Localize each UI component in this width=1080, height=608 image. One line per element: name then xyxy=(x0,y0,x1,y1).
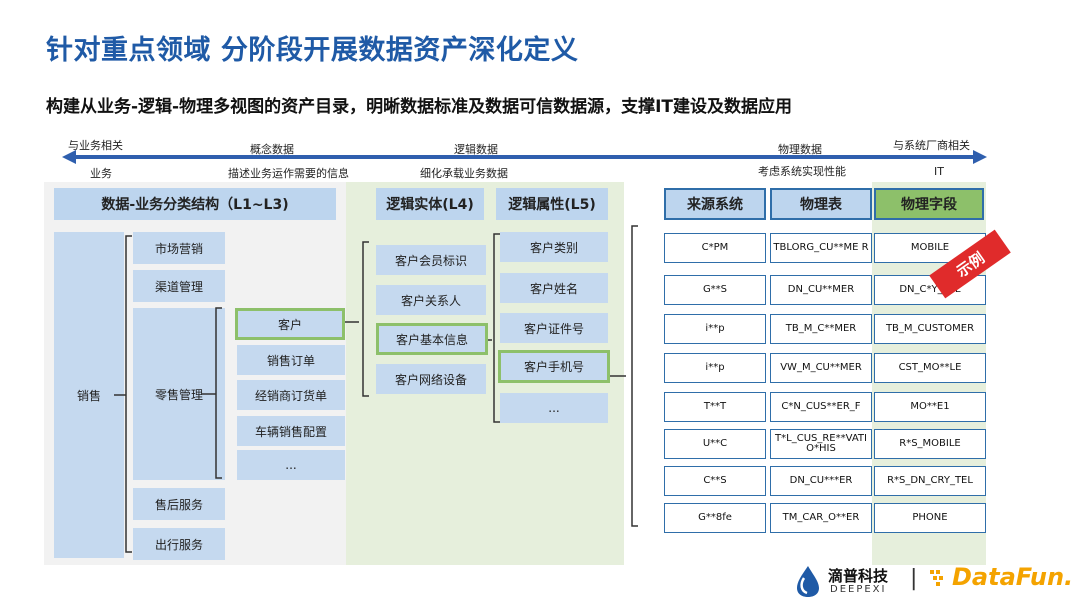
axis-top-label: 概念数据 xyxy=(250,143,294,156)
physical-field-header: 物理字段 xyxy=(874,188,984,220)
attribute-header: 逻辑属性(L5) xyxy=(496,188,608,220)
entity-header: 逻辑实体(L4) xyxy=(376,188,484,220)
entity-item: 客户网络设备 xyxy=(376,364,486,394)
attribute-item: 客户姓名 xyxy=(500,273,608,303)
physical-field-cell: PHONE xyxy=(874,503,986,533)
source-system-cell: C**S xyxy=(664,466,766,496)
attribute-bracket xyxy=(488,233,500,423)
business-header: 数据-业务分类结构（L1~L3) xyxy=(54,188,336,220)
attribute-item: 客户类别 xyxy=(500,232,608,262)
source-system-cell: G**S xyxy=(664,275,766,305)
physical-table-cell: TBLORG_CU**ME R xyxy=(770,233,872,263)
l1-sales: 销售 xyxy=(54,232,124,558)
axis-bottom-label: 细化承载业务数据 xyxy=(420,167,508,180)
l3-item: 销售订单 xyxy=(237,345,345,375)
physical-field-cell: TB_M_CUSTOMER xyxy=(874,314,986,344)
physical-field-cell: R*S_MOBILE xyxy=(874,429,986,459)
axis-bottom-label: 描述业务运作需要的信息 xyxy=(228,167,349,180)
l3-item: ... xyxy=(237,450,345,480)
attribute-mobile: 客户手机号 xyxy=(498,350,610,383)
attribute-item: 客户证件号 xyxy=(500,313,608,343)
physical-table-header: 物理表 xyxy=(770,188,872,220)
l3-item: 经销商订货单 xyxy=(237,380,345,410)
page-subtitle: 构建从业务-逻辑-物理多视图的资产目录，明晰数据标准及数据可信数据源，支撑IT建… xyxy=(46,97,793,117)
physical-table-cell: C*N_CUS**ER_F xyxy=(770,392,872,422)
source-system-cell: i**p xyxy=(664,353,766,383)
axis-bottom-label: IT xyxy=(934,165,944,178)
physical-field-cell: R*S_DN_CRY_TEL xyxy=(874,466,986,496)
physical-field-cell: MO**E1 xyxy=(874,392,986,422)
source-system-cell: C*PM xyxy=(664,233,766,263)
l2-item: 渠道管理 xyxy=(133,270,225,302)
datafun-logo-icon xyxy=(930,568,950,588)
axis-bottom-label: 业务 xyxy=(90,167,112,180)
l2-item: 出行服务 xyxy=(133,528,225,560)
page-title: 针对重点领域 分阶段开展数据资产深化定义 xyxy=(46,35,579,66)
entity-customer-basic: 客户基本信息 xyxy=(376,323,488,355)
deepexi-cn: 滴普科技 xyxy=(828,567,889,585)
l2-item: 售后服务 xyxy=(133,488,225,520)
source-system-cell: T**T xyxy=(664,392,766,422)
entity-item: 客户关系人 xyxy=(376,285,486,315)
physical-bracket xyxy=(608,225,638,527)
datafun-brand: DataFun. xyxy=(952,563,1074,591)
axis-top-label: 与系统厂商相关 xyxy=(893,139,970,152)
source-system-header: 来源系统 xyxy=(664,188,766,220)
physical-table-cell: TB_M_C**MER xyxy=(770,314,872,344)
attribute-item: ... xyxy=(500,393,608,423)
source-system-cell: i**p xyxy=(664,314,766,344)
physical-table-cell: T*L_CUS_RE**VATI O*HIS xyxy=(770,429,872,459)
physical-table-cell: DN_CU**MER xyxy=(770,275,872,305)
physical-table-cell: TM_CAR_O**ER xyxy=(770,503,872,533)
source-system-cell: U**C xyxy=(664,429,766,459)
axis-top-label: 物理数据 xyxy=(778,143,822,156)
deepexi-logo-icon xyxy=(797,566,819,597)
axis-top-label: 与业务相关 xyxy=(68,139,123,152)
source-system-cell: G**8fe xyxy=(664,503,766,533)
business-brackets xyxy=(114,235,222,553)
entity-bracket xyxy=(345,241,369,397)
physical-table-cell: VW_M_CU**MER xyxy=(770,353,872,383)
deepexi-en: DEEPEXI xyxy=(830,584,887,595)
axis-bottom-label: 考虑系统实现性能 xyxy=(758,165,846,178)
brand-separator: | xyxy=(910,566,918,591)
entity-item: 客户会员标识 xyxy=(376,245,486,275)
physical-field-cell: CST_MO**LE xyxy=(874,353,986,383)
l2-item: 市场营销 xyxy=(133,232,225,264)
double-arrow-axis xyxy=(62,150,987,164)
axis-top-label: 逻辑数据 xyxy=(454,143,498,156)
l3-customer: 客户 xyxy=(235,308,345,340)
physical-table-cell: DN_CU***ER xyxy=(770,466,872,496)
l3-item: 车辆销售配置 xyxy=(237,416,345,446)
